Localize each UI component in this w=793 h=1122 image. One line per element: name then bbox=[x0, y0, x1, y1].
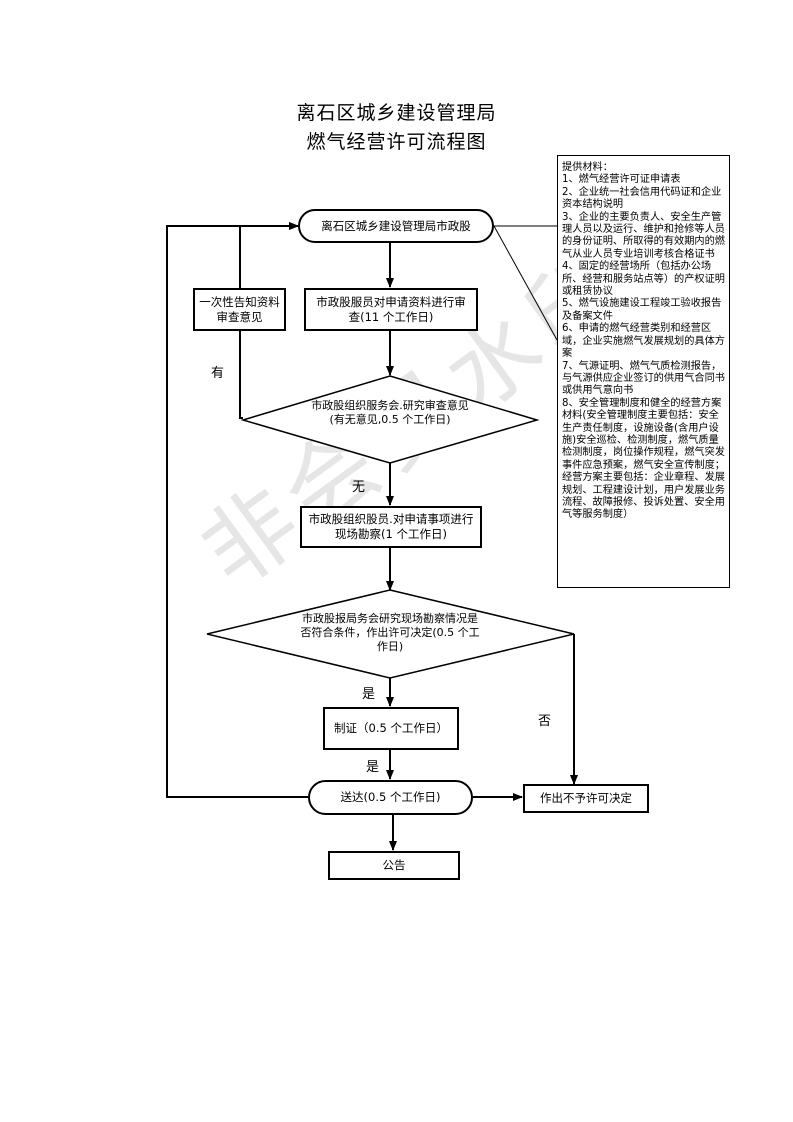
meeting-diamond-text: 市政股组织服务会.研究审查意见(有无意见,0.5 个工作日) bbox=[311, 399, 469, 426]
issue-box: 制证（0.5 个工作日） bbox=[323, 707, 459, 750]
materials-item-2: 2、企业统一社会信用代码证和企业资本结构说明 bbox=[562, 186, 722, 211]
notify-box: 一次性告知资料审查意见 bbox=[193, 288, 286, 331]
deny-box: 作出不予许可决定 bbox=[523, 784, 649, 813]
label-no: 否 bbox=[538, 714, 552, 729]
line-meeting-to-notify bbox=[239, 331, 243, 419]
label-yes-2: 是 bbox=[366, 760, 380, 775]
start-node: 离石区城乡建设管理局市政股 bbox=[298, 209, 494, 243]
materials-item-4: 4、固定的经营场所（包括办公场所、经营和服务站点等）的产权证明或租赁协议 bbox=[562, 261, 725, 298]
decision-diamond-text: 市政股报局务会研究现场勘察情况是否符合条件，作出许可决定(0.5 个工作日) bbox=[300, 612, 480, 653]
label-yes-1: 是 bbox=[362, 687, 376, 702]
deliver-node: 送达(0.5 个工作日) bbox=[308, 780, 473, 815]
materials-item-8: 8、安全管理制度和健全的经营方案材料(安全管理制度主要包括：安全生产责任制度，设… bbox=[562, 397, 725, 521]
review-box: 市政股服员对申请资料进行审查(11 个工作日) bbox=[304, 288, 478, 331]
title-line-2: 燃气经营许可流程图 bbox=[306, 131, 487, 153]
survey-box: 市政股组织股员.对申请事项进行现场勘察(1 个工作日) bbox=[300, 506, 482, 548]
diamond-meeting bbox=[240, 375, 540, 464]
arrow-loop-to-start bbox=[166, 222, 308, 798]
materials-item-6: 6、申请的燃气经营类别和经营区域，企业实施燃气发展规划的具体方案 bbox=[562, 323, 725, 360]
materials-note: 提供材料： 1、燃气经营许可证申请表 2、企业统一社会信用代码证和企业资本结构说… bbox=[557, 155, 730, 588]
diamond-decision bbox=[206, 589, 575, 679]
materials-item-5: 5、燃气设施建设工程竣工验收报告及备案文件 bbox=[562, 298, 722, 322]
materials-item-1: 1、燃气经营许可证申请表 bbox=[562, 174, 681, 186]
label-wu: 无 bbox=[352, 480, 366, 495]
label-you: 有 bbox=[211, 366, 225, 381]
title-line-1: 离石区城乡建设管理局 bbox=[296, 102, 497, 124]
materials-item-7: 7、气源证明、燃气气质检测报告，与气源供应企业签订的供用气合同书或供用气意向书 bbox=[562, 360, 725, 397]
materials-heading: 提供材料： bbox=[562, 162, 613, 173]
line-start-to-notes-diag bbox=[493, 225, 558, 341]
materials-item-3: 3、企业的主要负责人、安全生产管理人员以及运行、维护和抢修等人员的身份证明、所取… bbox=[562, 211, 725, 260]
announce-box: 公告 bbox=[328, 851, 460, 880]
